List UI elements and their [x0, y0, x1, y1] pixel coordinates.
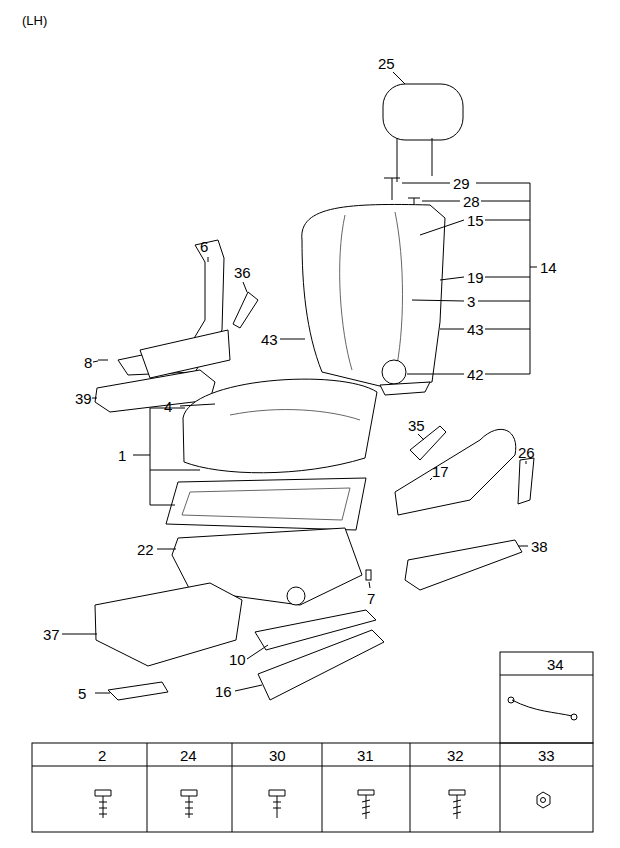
- callout-number: 37: [43, 626, 60, 643]
- callout-number: 34: [547, 656, 564, 673]
- callout-number: 17: [432, 463, 449, 480]
- callout-number: 8: [84, 354, 92, 371]
- callout-number: 42: [467, 366, 484, 383]
- callout-number: 4: [164, 398, 172, 415]
- callout-number: 7: [367, 590, 375, 607]
- callout-number: 3: [467, 293, 475, 310]
- callout-number: 14: [540, 259, 557, 276]
- callout-number: 31: [357, 747, 374, 764]
- callout-number: 5: [78, 685, 86, 702]
- callout-number: 10: [229, 651, 246, 668]
- seat-parts: [95, 84, 534, 700]
- leader-lines: [62, 72, 537, 693]
- callout-number: 16: [215, 683, 232, 700]
- parts-table: [32, 652, 593, 832]
- callout-number: 43: [261, 331, 278, 348]
- callout-number: 19: [467, 269, 484, 286]
- callout-number: 35: [408, 417, 425, 434]
- callout-number: 1: [118, 447, 126, 464]
- callout-number: 39: [75, 390, 92, 407]
- callout-number: 24: [180, 747, 197, 764]
- side-label: (LH): [22, 12, 47, 29]
- callout-number: 30: [269, 747, 286, 764]
- callout-number: 38: [531, 538, 548, 555]
- callout-number: 36: [234, 264, 251, 281]
- callout-number: 33: [538, 747, 555, 764]
- callout-number: 6: [200, 238, 208, 255]
- callout-number: 15: [467, 212, 484, 229]
- callout-number: 22: [137, 541, 154, 558]
- callout-number: 26: [518, 444, 535, 461]
- callout-number: 25: [378, 55, 395, 72]
- callout-number: 28: [463, 193, 480, 210]
- callout-number: 2: [98, 747, 106, 764]
- callout-number: 29: [453, 175, 470, 192]
- callout-number: 32: [447, 747, 464, 764]
- callout-number: 43: [467, 321, 484, 338]
